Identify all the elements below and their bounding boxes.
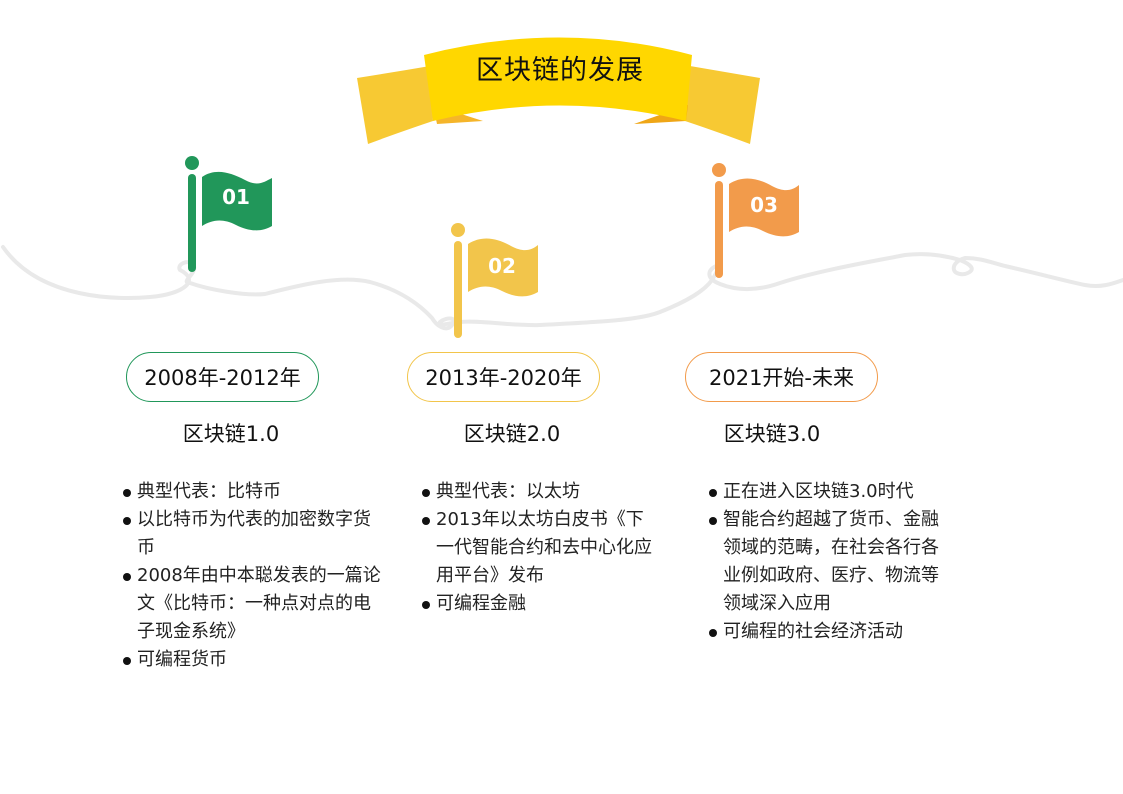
flag-number-02: 02	[488, 254, 516, 278]
page-title: 区块链的发展	[476, 55, 644, 86]
stage-name-3: 区块链3.0	[723, 422, 821, 446]
period-label: 2008年-2012年	[144, 366, 301, 390]
list-item: 可编程的社会经济活动	[708, 618, 946, 646]
list-item: 可编程货币	[122, 646, 382, 674]
period-label: 2013年-2020年	[425, 366, 582, 390]
stage-name-2: 区块链2.0	[463, 422, 561, 446]
period-label: 2021开始-未来	[708, 366, 855, 390]
winding-path	[1, 245, 1123, 331]
list-item: 智能合约超越了货币、金融领域的范畴，在社会各行各业例如政府、医疗、物流等领域深入…	[708, 506, 946, 618]
stage-1-points: 典型代表：比特币 以比特币为代表的加密数字货币 2008年由中本聪发表的一篇论文…	[122, 478, 382, 674]
stage-3-points: 正在进入区块链3.0时代 智能合约超越了货币、金融领域的范畴，在社会各行各业例如…	[708, 478, 946, 646]
list-item: 正在进入区块链3.0时代	[708, 478, 946, 506]
period-pill-stage-1: 2008年-2012年	[126, 352, 319, 402]
list-item: 2013年以太坊白皮书《下一代智能合约和去中心化应用平台》发布	[421, 506, 656, 590]
period-pill-stage-2: 2013年-2020年	[407, 352, 600, 402]
stage-2-points: 典型代表：以太坊 2013年以太坊白皮书《下一代智能合约和去中心化应用平台》发布…	[421, 478, 656, 618]
period-pill-stage-3: 2021开始-未来	[685, 352, 878, 402]
flag-02	[451, 223, 538, 338]
flag-number-03: 03	[750, 193, 778, 217]
flag-number-01: 01	[222, 185, 250, 209]
list-item: 典型代表：以太坊	[421, 478, 656, 506]
list-item: 典型代表：比特币	[122, 478, 382, 506]
flag-03	[712, 163, 799, 278]
list-item: 可编程金融	[421, 590, 656, 618]
ribbon-left-tail	[357, 66, 433, 144]
stage-name-1: 区块链1.0	[182, 422, 280, 446]
list-item: 2008年由中本聪发表的一篇论文《比特币：一种点对点的电子现金系统》	[122, 562, 382, 646]
ribbon-main	[424, 37, 692, 121]
flag-01	[185, 156, 272, 272]
list-item: 以比特币为代表的加密数字货币	[122, 506, 382, 562]
ribbon-right-tail	[685, 66, 760, 144]
